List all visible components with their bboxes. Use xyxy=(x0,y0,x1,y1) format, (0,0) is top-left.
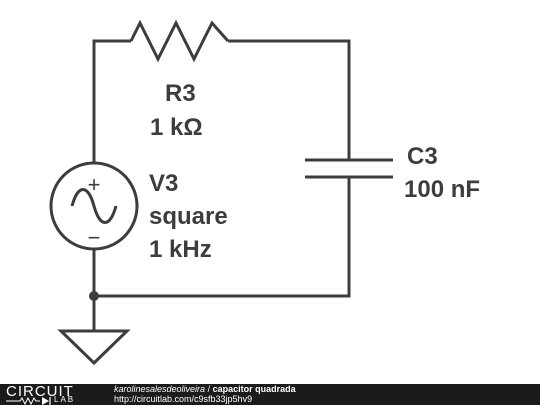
circuit-url-link[interactable]: http://circuitlab.com/c9sfb33jp5hv9 xyxy=(114,394,253,404)
wire-bottom-right xyxy=(94,177,351,298)
source-plus-sign: + xyxy=(88,172,101,197)
logo-resistor-icon xyxy=(6,396,51,405)
resistor-ref-label: R3 xyxy=(165,80,196,107)
circuit-schematic: + − R3 1 kΩ C3 100 nF V3 square 1 kHz xyxy=(49,19,480,366)
logo-circuit-text: CIRCUIT xyxy=(6,383,74,400)
title-separator: / xyxy=(205,384,213,394)
capacitor-value-label: 100 nF xyxy=(404,176,480,203)
source-minus-sign: − xyxy=(88,225,101,250)
resistor-value-label: 1 kΩ xyxy=(150,114,203,141)
author-link[interactable]: karolinesalesdeoliveira xyxy=(114,384,206,394)
footer-credit: karolinesalesdeoliveira / capacitor quad… xyxy=(114,384,296,404)
footer-bar: CIRCUIT LAB karolinesalesdeoliveira / ca… xyxy=(0,383,540,405)
source-frequency-label: 1 kHz xyxy=(149,236,212,263)
wire-top-right xyxy=(228,39,351,160)
source-ref-label: V3 xyxy=(149,170,178,197)
logo-lab-row: LAB xyxy=(6,395,92,405)
wire-top-left xyxy=(92,39,131,163)
source-waveform-label: square xyxy=(149,203,228,230)
footer-title-line: karolinesalesdeoliveira / capacitor quad… xyxy=(114,384,296,394)
sine-wave-icon xyxy=(70,188,118,224)
resistor-r3-symbol xyxy=(129,19,230,63)
circuitlab-logo[interactable]: CIRCUIT LAB xyxy=(6,383,92,405)
capacitor-ref-label: C3 xyxy=(407,143,438,170)
circuit-title[interactable]: capacitor quadrada xyxy=(212,384,296,394)
ground-symbol xyxy=(57,329,131,366)
logo-lab-text: LAB xyxy=(54,395,76,404)
voltage-source-v3-symbol xyxy=(49,161,139,251)
